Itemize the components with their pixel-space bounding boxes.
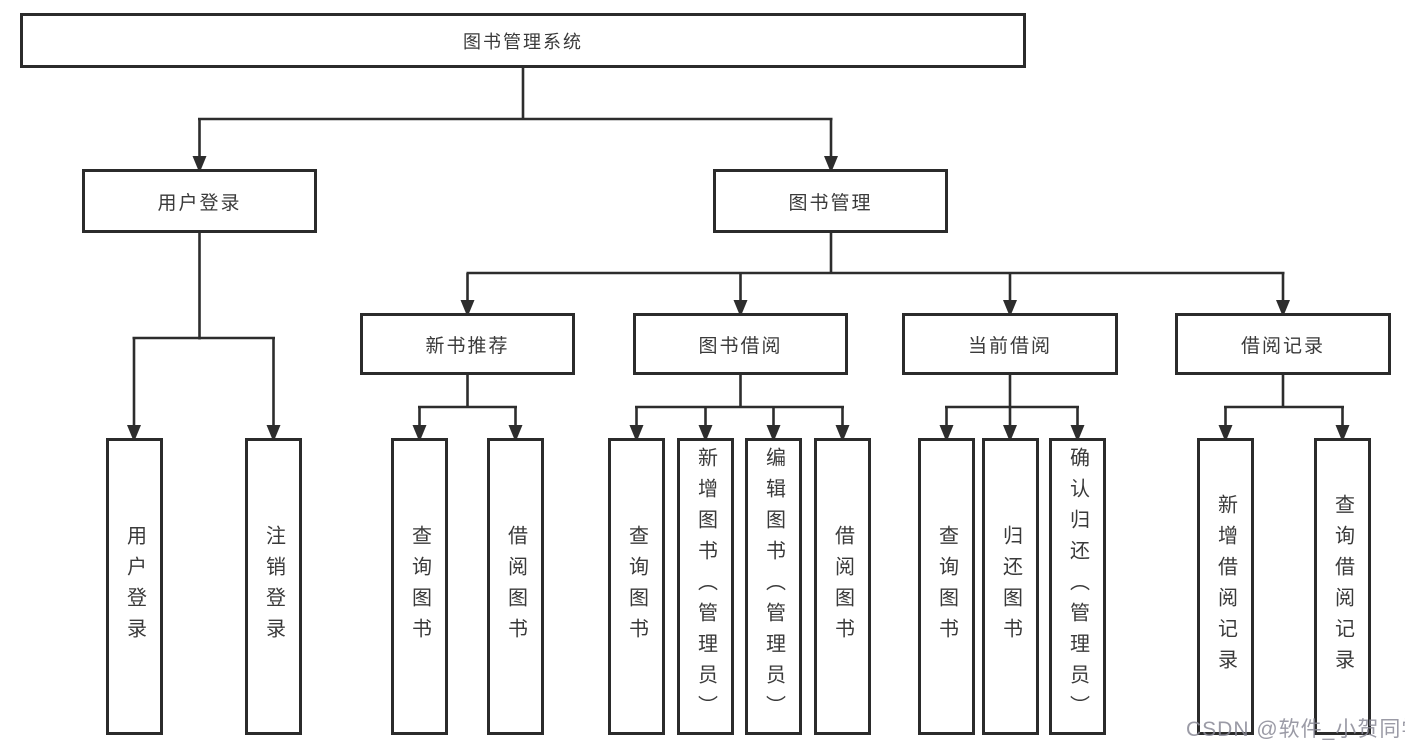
node-new-book-recommend-label: 新书推荐 [425, 335, 510, 357]
node-book-borrow: 图书借阅 [633, 313, 848, 375]
node-leaf-recommend-borrow-books: 借阅图书 [487, 438, 544, 735]
node-leaf-add-borrow-record: 新增借阅记录 [1197, 438, 1254, 735]
node-leaf-return-books-label: 归还图书 [999, 524, 1022, 649]
node-root: 图书管理系统 [20, 13, 1026, 68]
node-leaf-borrow-books: 借阅图书 [814, 438, 871, 735]
node-book-management-label: 图书管理 [788, 192, 873, 214]
node-leaf-confirm-return-admin: 确认归还（管理员） [1049, 438, 1106, 735]
node-leaf-recommend-query-books: 查询图书 [391, 438, 448, 735]
node-book-borrow-label: 图书借阅 [698, 335, 783, 357]
node-user-login-label: 用户登录 [157, 192, 242, 214]
node-leaf-borrow-query-books-label: 查询图书 [625, 524, 648, 649]
node-leaf-logout: 注销登录 [245, 438, 302, 735]
node-leaf-edit-books-admin: 编辑图书（管理员） [745, 438, 802, 735]
node-leaf-edit-books-admin-label: 编辑图书（管理员） [762, 447, 785, 726]
node-book-management: 图书管理 [713, 169, 948, 233]
node-leaf-borrow-books-label: 借阅图书 [831, 524, 854, 649]
node-leaf-add-books-admin: 新增图书（管理员） [677, 438, 734, 735]
node-leaf-query-borrow-record: 查询借阅记录 [1314, 438, 1371, 735]
node-leaf-recommend-query-books-label: 查询图书 [408, 524, 431, 649]
node-root-label: 图书管理系统 [463, 31, 583, 52]
node-new-book-recommend: 新书推荐 [360, 313, 575, 375]
node-leaf-logout-label: 注销登录 [262, 524, 285, 649]
node-leaf-return-books: 归还图书 [982, 438, 1039, 735]
node-leaf-current-query-books-label: 查询图书 [935, 524, 958, 649]
csdn-watermark: CSDN @软件_小贺同学 [1186, 718, 1405, 741]
node-leaf-user-login-label: 用户登录 [123, 524, 146, 649]
node-leaf-confirm-return-admin-label: 确认归还（管理员） [1066, 447, 1089, 726]
node-user-login: 用户登录 [82, 169, 317, 233]
node-borrow-record: 借阅记录 [1175, 313, 1391, 375]
node-leaf-add-books-admin-label: 新增图书（管理员） [694, 447, 717, 726]
node-leaf-user-login: 用户登录 [106, 438, 163, 735]
node-current-borrow-label: 当前借阅 [967, 335, 1052, 357]
node-borrow-record-label: 借阅记录 [1240, 335, 1325, 357]
node-leaf-borrow-query-books: 查询图书 [608, 438, 665, 735]
node-current-borrow: 当前借阅 [902, 313, 1118, 375]
node-leaf-query-borrow-record-label: 查询借阅记录 [1331, 493, 1354, 680]
node-leaf-add-borrow-record-label: 新增借阅记录 [1214, 493, 1237, 680]
node-leaf-recommend-borrow-books-label: 借阅图书 [504, 524, 527, 649]
node-leaf-current-query-books: 查询图书 [918, 438, 975, 735]
